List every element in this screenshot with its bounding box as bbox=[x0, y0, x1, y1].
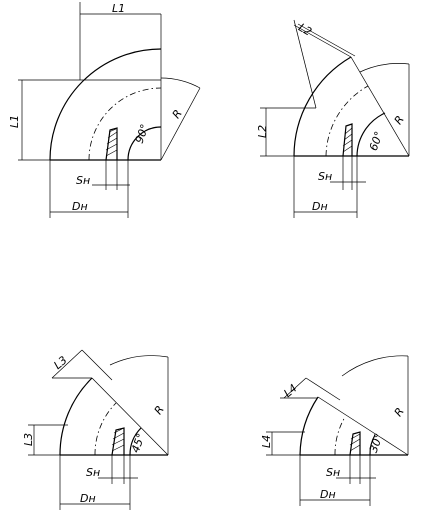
figure-elbow-45: L3 L3 45° R Sн Dн bbox=[22, 349, 169, 510]
outer-arc bbox=[59, 377, 93, 456]
diameter-label: Dн bbox=[72, 200, 88, 213]
length-label: L2 bbox=[296, 21, 314, 39]
center-arc bbox=[334, 416, 346, 456]
inner-arc bbox=[356, 112, 386, 157]
radius-label: R bbox=[392, 113, 407, 127]
diameter-label: Dн bbox=[320, 488, 336, 501]
diameter-label: Dн bbox=[80, 492, 96, 505]
length-label-side: L3 bbox=[22, 433, 35, 446]
radius-arc bbox=[359, 63, 410, 73]
radius-label: R bbox=[152, 403, 167, 417]
figure-elbow-60: L2 L2 60° R Sн Dн bbox=[256, 19, 410, 218]
center-arc bbox=[88, 87, 162, 161]
inner-arc bbox=[127, 126, 162, 161]
inner-arc bbox=[369, 434, 376, 456]
wall-label: Sн bbox=[318, 170, 332, 183]
length-label-side: L2 bbox=[256, 125, 269, 138]
angle-label: 90° bbox=[133, 122, 152, 145]
length-label: L4 bbox=[281, 382, 299, 400]
figure-elbow-30: L4 L4 30° R Sн Dн bbox=[260, 355, 409, 506]
radius-label: R bbox=[170, 107, 185, 121]
outer-arc bbox=[293, 56, 352, 157]
wall-label: Sн bbox=[326, 466, 340, 479]
angle-label: 30° bbox=[367, 432, 386, 455]
center-arc bbox=[94, 402, 117, 456]
inner-arc bbox=[129, 427, 142, 456]
radius-label: R bbox=[392, 405, 407, 419]
outer-arc bbox=[49, 48, 162, 161]
length-label-side: L4 bbox=[260, 435, 273, 448]
length-label: L3 bbox=[51, 354, 69, 372]
length-label-side: L1 bbox=[8, 115, 21, 128]
figure-elbow-90: L1 L1 90° R Sн Dн bbox=[8, 2, 201, 218]
diameter-label: Dн bbox=[312, 200, 328, 213]
angle-label: 45° bbox=[129, 432, 148, 455]
outer-arc bbox=[299, 396, 319, 456]
angle-label: 60° bbox=[367, 130, 386, 153]
wall-label: Sн bbox=[86, 466, 100, 479]
center-arc bbox=[325, 85, 369, 157]
length-label: L1 bbox=[112, 2, 125, 15]
wall-label: Sн bbox=[76, 174, 90, 187]
radius-arc bbox=[160, 77, 201, 89]
